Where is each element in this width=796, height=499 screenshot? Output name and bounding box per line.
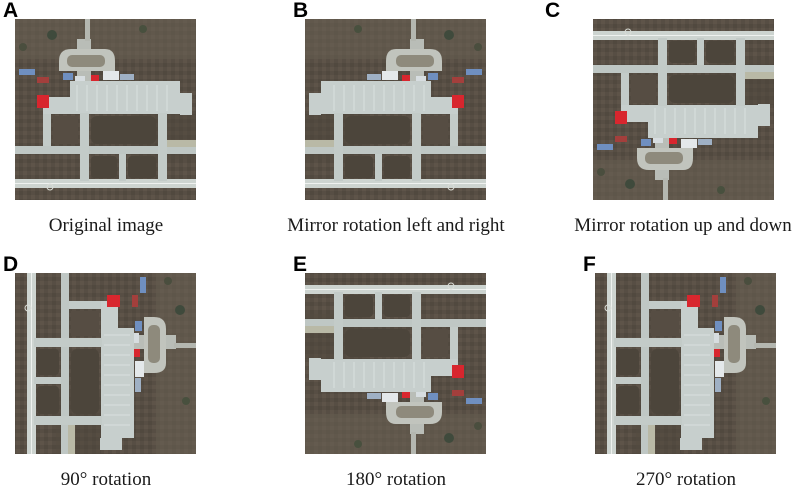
panel-b: B Mirror rotation left and right	[287, 0, 533, 245]
panel-label: B	[293, 0, 309, 22]
panel-a: A Original image	[3, 0, 243, 245]
panel-d: D 90° rotation	[3, 254, 243, 499]
panel-caption: 90° rotation	[60, 469, 152, 490]
panel-label: F	[583, 253, 596, 276]
panel-caption: Original image	[48, 215, 164, 236]
panel-c: C Mirror rotation up and down	[545, 0, 792, 245]
panel-caption: Mirror rotation up and down	[574, 215, 792, 236]
panel-caption: 180° rotation	[346, 469, 446, 490]
airfield-image-rotate-180	[305, 273, 486, 454]
airfield-image-rotate-270	[595, 273, 776, 454]
panel-label: E	[293, 253, 308, 276]
airfield-image-original	[15, 19, 196, 200]
airfield-image-rotate-90	[15, 273, 196, 454]
panel-e: E 180° rotation	[293, 254, 533, 499]
panel-caption: Mirror rotation left and right	[287, 215, 505, 236]
panel-label: C	[545, 0, 561, 22]
airfield-image-mirror-vertical	[593, 19, 774, 200]
panel-label: D	[3, 253, 19, 276]
airfield-image-mirror-horizontal	[305, 19, 486, 200]
panel-label: A	[3, 0, 19, 22]
panel-caption: 270° rotation	[636, 469, 736, 490]
panel-f: F 270° rotation	[583, 254, 796, 499]
